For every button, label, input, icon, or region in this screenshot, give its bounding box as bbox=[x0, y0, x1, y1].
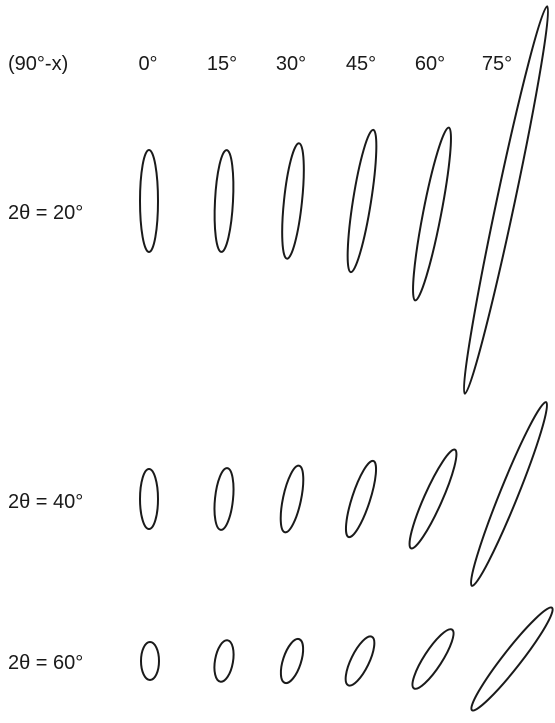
row-label-60: 2θ = 60° bbox=[8, 652, 83, 674]
ellipse-60-0 bbox=[140, 641, 160, 681]
ellipse-60-30 bbox=[279, 637, 305, 685]
column-label-75: 75° bbox=[482, 53, 512, 75]
ellipse-60-60 bbox=[411, 628, 455, 690]
ellipse-row-60 bbox=[140, 606, 554, 712]
ellipse-row-20 bbox=[139, 5, 550, 395]
header-label: (90°-x) bbox=[8, 53, 68, 75]
row-label-40: 2θ = 40° bbox=[8, 491, 83, 513]
column-label-15: 15° bbox=[207, 53, 237, 75]
ellipse-row-40 bbox=[139, 401, 549, 587]
ellipse-20-0 bbox=[139, 149, 159, 253]
ellipse-40-0 bbox=[139, 468, 159, 530]
row-label-20: 2θ = 20° bbox=[8, 202, 83, 224]
ellipse-40-15 bbox=[213, 467, 235, 531]
column-label-30: 30° bbox=[276, 53, 306, 75]
ellipse-40-75 bbox=[469, 401, 549, 587]
ellipse-20-45 bbox=[346, 128, 378, 274]
ellipse-20-15 bbox=[213, 149, 235, 253]
ellipse-60-45 bbox=[344, 635, 376, 687]
ellipse-40-60 bbox=[408, 448, 458, 550]
ellipse-60-15 bbox=[213, 639, 235, 683]
ellipse-40-45 bbox=[344, 459, 378, 539]
column-label-0: 0° bbox=[138, 53, 157, 75]
column-label-45: 45° bbox=[346, 53, 376, 75]
column-label-60: 60° bbox=[415, 53, 445, 75]
ellipse-40-30 bbox=[279, 464, 305, 534]
ellipse-20-75 bbox=[462, 5, 550, 395]
ellipse-60-75 bbox=[470, 606, 554, 712]
ellipse-20-30 bbox=[281, 142, 305, 260]
ellipse-20-60 bbox=[412, 126, 452, 302]
